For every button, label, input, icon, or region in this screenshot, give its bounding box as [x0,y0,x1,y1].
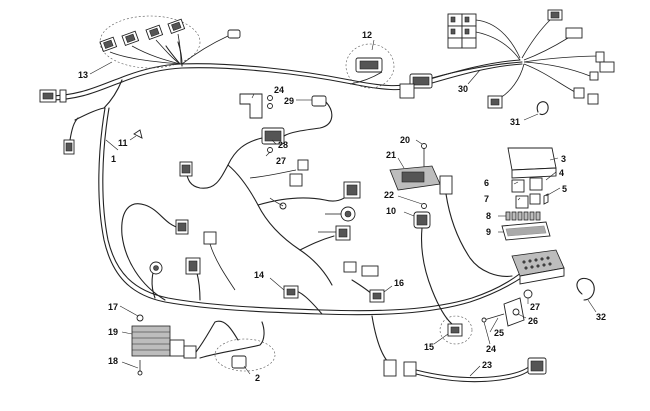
left-loop [121,203,236,301]
bracket-assembly-24 [239,93,333,153]
gasket-9 [501,221,551,241]
relays-6-7-4-5 [511,177,549,209]
callout-22: 22 [384,190,394,200]
callout-11: 11 [118,138,128,148]
fuses-8 [505,211,541,221]
fuse-box-3 [507,147,557,179]
connector-14 [283,285,323,315]
harness-23 [371,315,547,383]
callout-5: 5 [562,184,567,194]
bracket-26 [481,289,533,327]
callout-27-bottom: 27 [530,302,540,312]
ecu-21 [389,143,513,325]
callout-18: 18 [108,356,118,366]
connector-group-13 [99,15,241,69]
center-branch [179,137,361,286]
clip-31 [536,101,549,116]
connector-small-left [63,139,75,155]
callout-28: 28 [278,140,288,150]
sleeve-2 [199,321,276,372]
callout-21: 21 [386,150,396,160]
callout-13: 13 [78,70,88,80]
callout-30: 30 [458,84,468,94]
fuse-box-base [511,249,565,285]
callout-3: 3 [561,154,566,164]
callout-9: 9 [486,227,491,237]
callout-19: 19 [108,327,118,337]
callout-27-top: 27 [276,156,286,166]
left-connector [39,89,67,103]
callout-25: 25 [494,328,504,338]
callout-17: 17 [108,302,118,312]
callout-31: 31 [510,117,520,127]
relay-block-top-right [447,9,583,61]
callout-1: 1 [111,154,116,164]
callout-26: 26 [528,316,538,326]
callout-10: 10 [386,206,396,216]
callout-14: 14 [254,270,264,280]
connector-15 [439,315,473,345]
callout-15: 15 [424,342,434,352]
callout-4: 4 [559,168,564,178]
callout-12: 12 [362,30,372,40]
callout-32: 32 [596,312,606,322]
callout-23: 23 [482,360,492,370]
callout-6: 6 [484,178,489,188]
callout-24-top: 24 [274,85,284,95]
branch-30 [399,51,615,109]
callout-2: 2 [255,373,260,383]
callout-7: 7 [484,194,489,204]
callout-24-bottom: 24 [486,344,496,354]
callout-16: 16 [394,278,404,288]
ground-bracket-11 [133,129,143,139]
callout-labels: 1 2 3 4 5 6 7 8 9 10 11 12 13 14 15 16 1… [78,30,606,383]
clamp-32 [576,277,595,301]
callout-20: 20 [400,135,410,145]
leader-lines [89,39,597,377]
connector-16 [343,261,385,303]
regulator-19 [131,314,239,376]
callout-29: 29 [284,96,294,106]
callout-8: 8 [486,211,491,221]
connector-12 [345,43,395,89]
